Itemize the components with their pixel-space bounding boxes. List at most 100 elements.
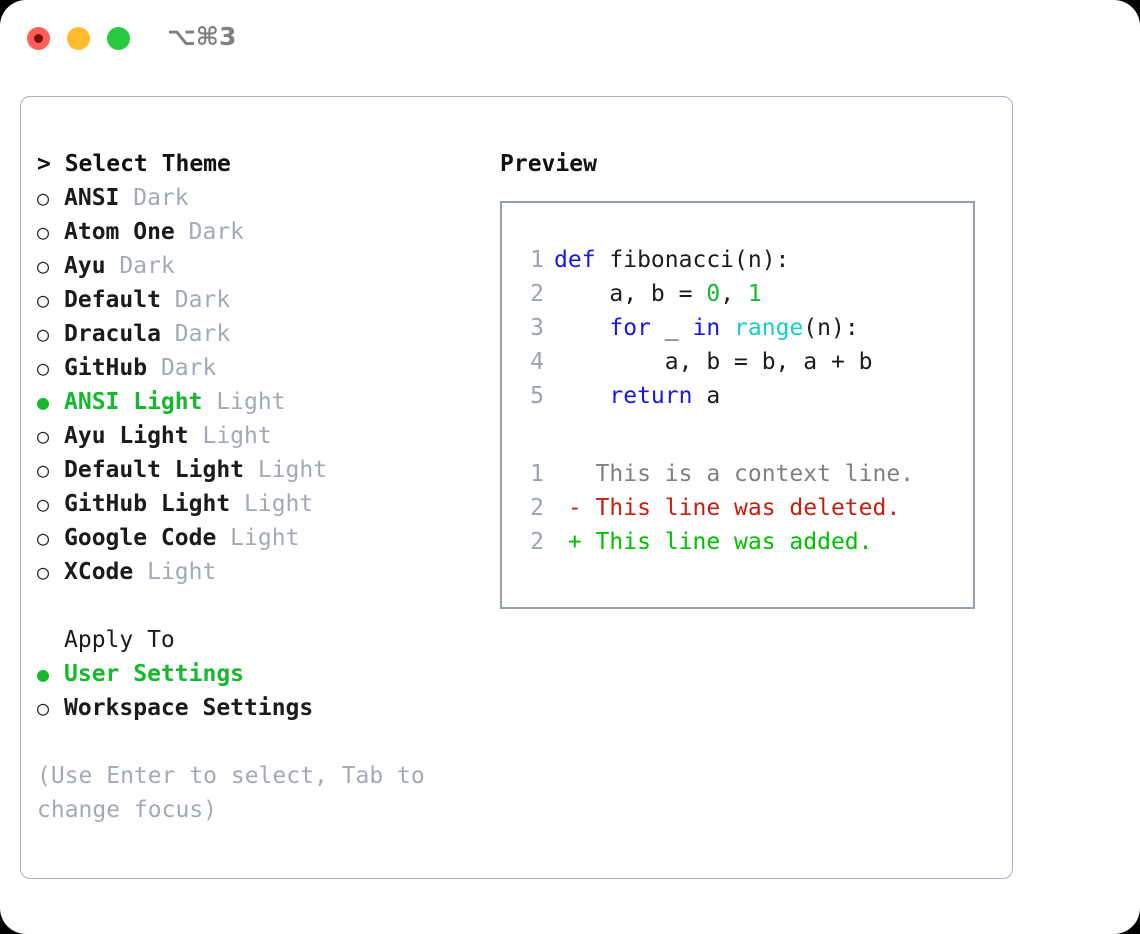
code-token: return xyxy=(609,383,693,409)
code-token: 0 xyxy=(706,281,721,307)
code-token: in xyxy=(692,315,721,341)
theme-option-name: Google Code xyxy=(64,525,217,551)
code-token: a, b = b, a + b xyxy=(554,349,873,375)
code-token: , xyxy=(720,281,748,307)
code-token xyxy=(554,311,609,345)
theme-option-variant: Light xyxy=(133,559,217,585)
theme-option-row[interactable]: ○Ayu Light Light xyxy=(37,419,497,453)
theme-option-name: ANSI xyxy=(64,185,120,211)
theme-picker-column: > Select Theme ○ANSI Dark○Atom One Dark○… xyxy=(37,147,497,827)
radio-selected-icon: ● xyxy=(37,390,50,414)
radio-unselected-icon: ○ xyxy=(37,186,50,210)
theme-option-variant: Dark xyxy=(174,219,245,245)
code-line: 5 return a xyxy=(502,379,973,413)
radio-unselected-icon: ○ xyxy=(37,458,50,482)
theme-option-name: GitHub xyxy=(64,355,148,381)
apply-to-option-row[interactable]: ●User Settings xyxy=(37,657,497,691)
radio-unselected-icon: ○ xyxy=(37,560,50,584)
line-number: 4 xyxy=(530,349,544,375)
code-token: fibonacci(n): xyxy=(595,247,790,273)
diff-sample: 1 This is a context line.2 - This line w… xyxy=(502,457,973,559)
theme-option-name: Dracula xyxy=(64,321,161,347)
theme-option-row[interactable]: ○ ANSI Dark xyxy=(37,181,497,215)
keyboard-hint-text: (Use Enter to select, Tab to change focu… xyxy=(37,763,439,823)
theme-option-name: Ayu xyxy=(64,253,106,279)
theme-option-variant: Dark xyxy=(160,287,231,313)
theme-list: ○ANSI Dark○Atom One Dark○Ayu Dark○Defaul… xyxy=(37,181,497,589)
code-token: a xyxy=(692,383,721,409)
radio-unselected-icon: ○ xyxy=(37,526,50,550)
theme-option-name: Atom One xyxy=(64,219,175,245)
theme-option-row[interactable]: ○ GitHub Dark xyxy=(37,351,497,385)
line-number: 3 xyxy=(530,315,544,341)
theme-option-variant: Light xyxy=(202,389,286,415)
theme-option-name: GitHub Light xyxy=(64,491,231,517)
code-token: a, b = xyxy=(554,281,707,307)
code-token: - This line was deleted. xyxy=(554,495,901,521)
theme-option-row[interactable]: ○Default Dark xyxy=(37,283,497,317)
code-token: + This line was added. xyxy=(554,529,873,555)
theme-option-row[interactable]: ● ANSI Light Light xyxy=(37,385,497,419)
radio-unselected-icon: ○ xyxy=(37,356,50,380)
diff-line: 1 This is a context line. xyxy=(502,457,973,491)
theme-option-variant: Light xyxy=(230,491,314,517)
apply-to-option-row[interactable]: ○ Workspace Settings xyxy=(37,691,497,725)
main-panel: > Select Theme ○ANSI Dark○Atom One Dark○… xyxy=(20,96,1013,879)
theme-option-row[interactable]: ○ XCode Light xyxy=(37,555,497,589)
code-token xyxy=(554,379,609,413)
theme-option-variant: Light xyxy=(188,423,272,449)
select-theme-heading: > Select Theme xyxy=(37,151,231,177)
code-line: 2 a, b = 0, 1 xyxy=(502,277,973,311)
code-token: for xyxy=(609,315,651,341)
code-token: _ xyxy=(650,315,693,341)
radio-unselected-icon: ○ xyxy=(37,696,50,720)
line-number: 5 xyxy=(530,383,544,409)
theme-option-variant: Dark xyxy=(160,321,231,347)
radio-unselected-icon: ○ xyxy=(37,424,50,448)
code-token: This is a context line. xyxy=(554,461,915,487)
code-token: (n): xyxy=(803,315,859,341)
theme-option-variant: Light xyxy=(244,457,328,483)
code-token xyxy=(720,311,734,345)
diff-line: 2 - This line was deleted. xyxy=(502,491,973,525)
apply-to-heading: Apply To xyxy=(64,627,175,653)
theme-option-name: ANSI Light xyxy=(64,389,203,415)
theme-option-row[interactable]: ○Dracula Dark xyxy=(37,317,497,351)
theme-option-name: XCode xyxy=(64,559,134,585)
theme-option-row[interactable]: ○ Google Code Light xyxy=(37,521,497,555)
preview-heading: Preview xyxy=(500,151,597,177)
theme-option-row[interactable]: ○Atom One Dark xyxy=(37,215,497,249)
theme-option-variant: Dark xyxy=(147,355,217,381)
code-line: 3 for _ in range(n): xyxy=(502,311,973,345)
keyboard-shortcut-label: ⌥⌘3 xyxy=(167,22,237,51)
code-token: 1 xyxy=(747,281,762,307)
apply-to-option-label: User Settings xyxy=(64,661,245,687)
apply-to-option-label: Workspace Settings xyxy=(64,695,314,721)
code-line: 1 def fibonacci(n): xyxy=(502,243,973,277)
title-bar: ⌥⌘3 xyxy=(0,0,1140,78)
line-number: 2 xyxy=(530,495,544,521)
list-spacer xyxy=(37,589,497,623)
radio-unselected-icon: ○ xyxy=(37,254,50,278)
close-window-button[interactable] xyxy=(27,27,50,50)
line-number: 1 xyxy=(530,461,544,487)
theme-option-variant: Dark xyxy=(119,185,189,211)
code-token: range xyxy=(734,315,804,341)
radio-unselected-icon: ○ xyxy=(37,288,50,312)
line-number: 1 xyxy=(530,247,544,273)
line-number: 2 xyxy=(530,281,544,307)
maximize-window-button[interactable] xyxy=(107,27,130,50)
theme-option-row[interactable]: ○ Ayu Dark xyxy=(37,249,497,283)
apply-to-list: ●User Settings ○ Workspace Settings xyxy=(37,657,497,725)
theme-option-variant: Light xyxy=(216,525,300,551)
line-number: 2 xyxy=(530,529,544,555)
theme-option-variant: Dark xyxy=(105,253,175,279)
code-line: 4 a, b = b, a + b xyxy=(502,345,973,379)
theme-option-row[interactable]: ○GitHub Light Light xyxy=(37,487,497,521)
theme-option-row[interactable]: ○Default Light Light xyxy=(37,453,497,487)
minimize-window-button[interactable] xyxy=(67,27,90,50)
code-token: def xyxy=(554,247,596,273)
